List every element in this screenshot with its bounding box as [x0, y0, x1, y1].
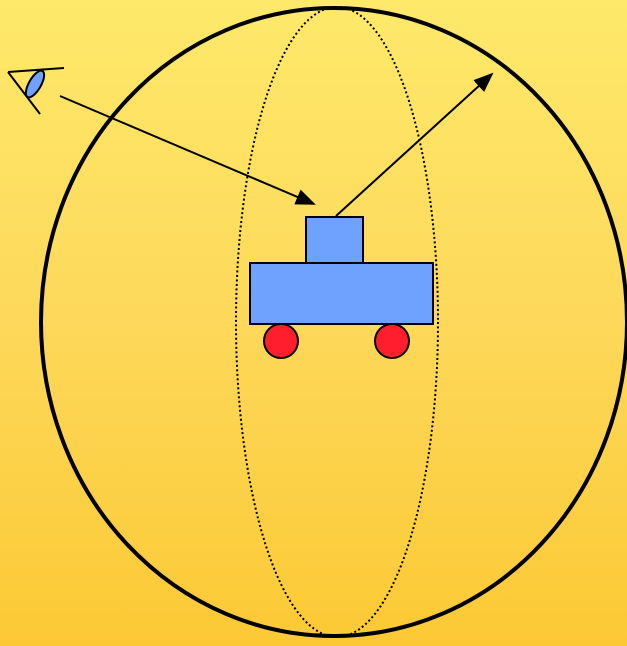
- cart-wheel-left: [264, 324, 298, 358]
- cart-wheel-right: [375, 324, 409, 358]
- incident-ray-arrow: [60, 96, 314, 204]
- cart-top-block: [306, 217, 363, 267]
- cart-object: [250, 217, 433, 358]
- cart-body: [250, 263, 433, 324]
- reflected-ray-arrow: [336, 74, 492, 216]
- eye-icon: [8, 68, 64, 114]
